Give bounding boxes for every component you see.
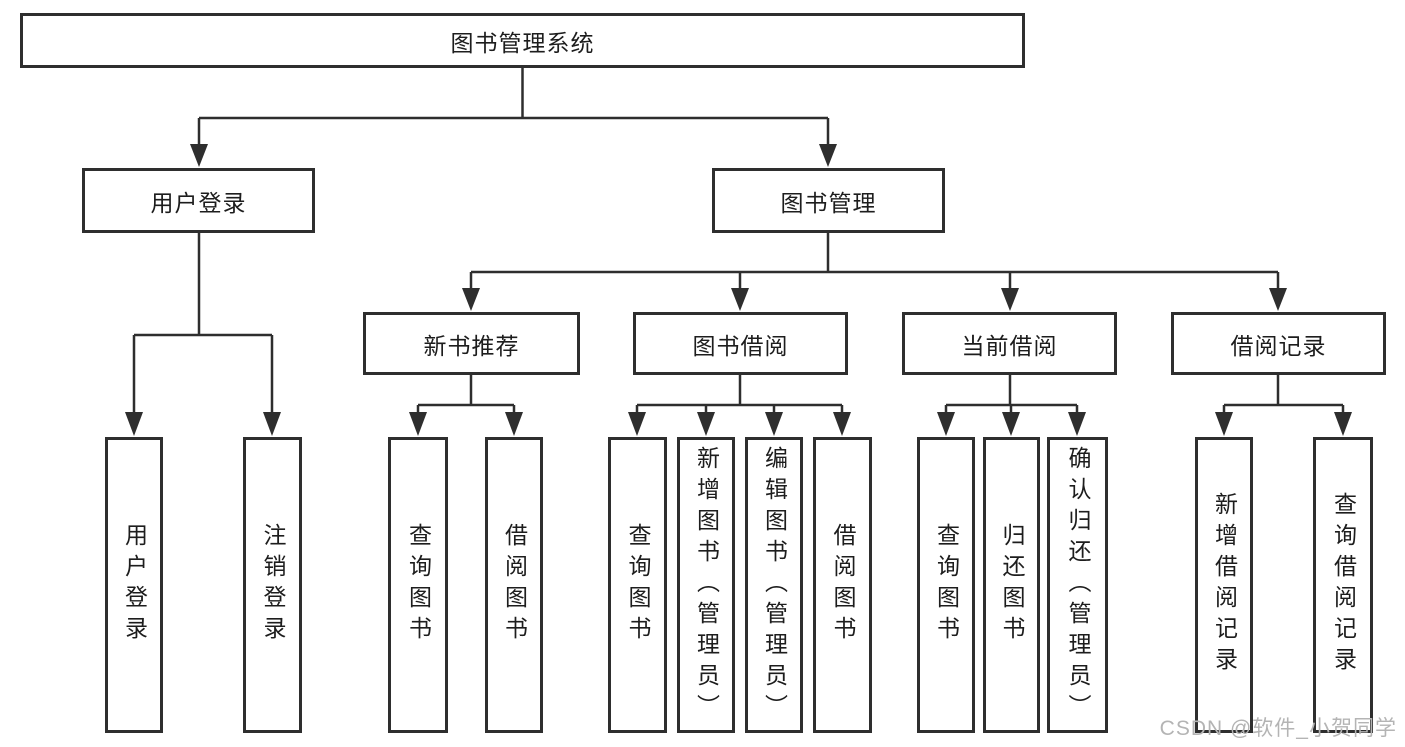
leaf-confirm-return-admin-label: 确认归还（管理员） <box>1065 445 1091 725</box>
leaf-query-book-3: 查询图书 <box>917 437 975 733</box>
connector-newbookrec-to-leaves <box>409 375 523 436</box>
leaf-borrow-book-2: 借阅图书 <box>813 437 872 733</box>
connector-userlogin-to-leaves <box>125 233 281 436</box>
node-new-book-recommendation-label: 新书推荐 <box>423 332 520 359</box>
connector-bookborrow-to-leaves <box>628 375 851 436</box>
node-book-borrowing: 图书借阅 <box>633 312 848 375</box>
node-user-login: 用户登录 <box>82 168 315 233</box>
connector-borrowrecords-to-leaves <box>1215 375 1352 436</box>
connector-currentborrow-to-leaves <box>937 375 1086 436</box>
leaf-edit-book-admin-label: 编辑图书（管理员） <box>761 445 788 725</box>
leaf-query-borrow-record-label: 查询借阅记录 <box>1330 492 1357 678</box>
node-borrowing-records: 借阅记录 <box>1171 312 1386 375</box>
leaf-query-book-1-label: 查询图书 <box>405 523 432 647</box>
leaf-query-borrow-record: 查询借阅记录 <box>1313 437 1373 733</box>
leaf-add-borrow-record: 新增借阅记录 <box>1195 437 1253 733</box>
leaf-query-book-2-label: 查询图书 <box>625 523 651 647</box>
connector-bookmgmt-to-level3 <box>462 233 1287 311</box>
leaf-query-book-2: 查询图书 <box>608 437 667 733</box>
leaf-return-book-label: 归还图书 <box>999 523 1025 647</box>
node-borrowing-records-label: 借阅记录 <box>1230 332 1327 359</box>
leaf-logout-label: 注销登录 <box>260 523 286 647</box>
leaf-confirm-return-admin: 确认归还（管理员） <box>1047 437 1108 733</box>
leaf-add-borrow-record-label: 新增借阅记录 <box>1211 492 1238 678</box>
node-book-borrowing-label: 图书借阅 <box>692 332 789 359</box>
leaf-return-book: 归还图书 <box>983 437 1040 733</box>
connector-root-to-level2 <box>190 68 837 167</box>
node-book-management: 图书管理 <box>712 168 945 233</box>
leaf-user-login-label: 用户登录 <box>121 523 148 647</box>
node-root-label: 图书管理系统 <box>450 29 595 56</box>
node-user-login-label: 用户登录 <box>150 189 247 216</box>
leaf-borrow-book-1-label: 借阅图书 <box>501 523 528 647</box>
node-book-management-label: 图书管理 <box>780 189 877 216</box>
leaf-query-book-3-label: 查询图书 <box>933 523 960 647</box>
leaf-borrow-book-2-label: 借阅图书 <box>830 523 856 647</box>
node-new-book-recommendation: 新书推荐 <box>363 312 580 375</box>
node-root: 图书管理系统 <box>20 13 1025 68</box>
leaf-query-book-1: 查询图书 <box>388 437 448 733</box>
csdn-watermark: CSDN @软件_小贺同学 <box>1159 717 1397 740</box>
leaf-edit-book-admin: 编辑图书（管理员） <box>745 437 803 733</box>
leaf-logout: 注销登录 <box>243 437 302 733</box>
leaf-add-book-admin-label: 新增图书（管理员） <box>693 445 720 725</box>
node-current-borrowing-label: 当前借阅 <box>961 332 1058 359</box>
node-current-borrowing: 当前借阅 <box>902 312 1117 375</box>
leaf-add-book-admin: 新增图书（管理员） <box>677 437 735 733</box>
leaf-user-login: 用户登录 <box>105 437 163 733</box>
leaf-borrow-book-1: 借阅图书 <box>485 437 543 733</box>
